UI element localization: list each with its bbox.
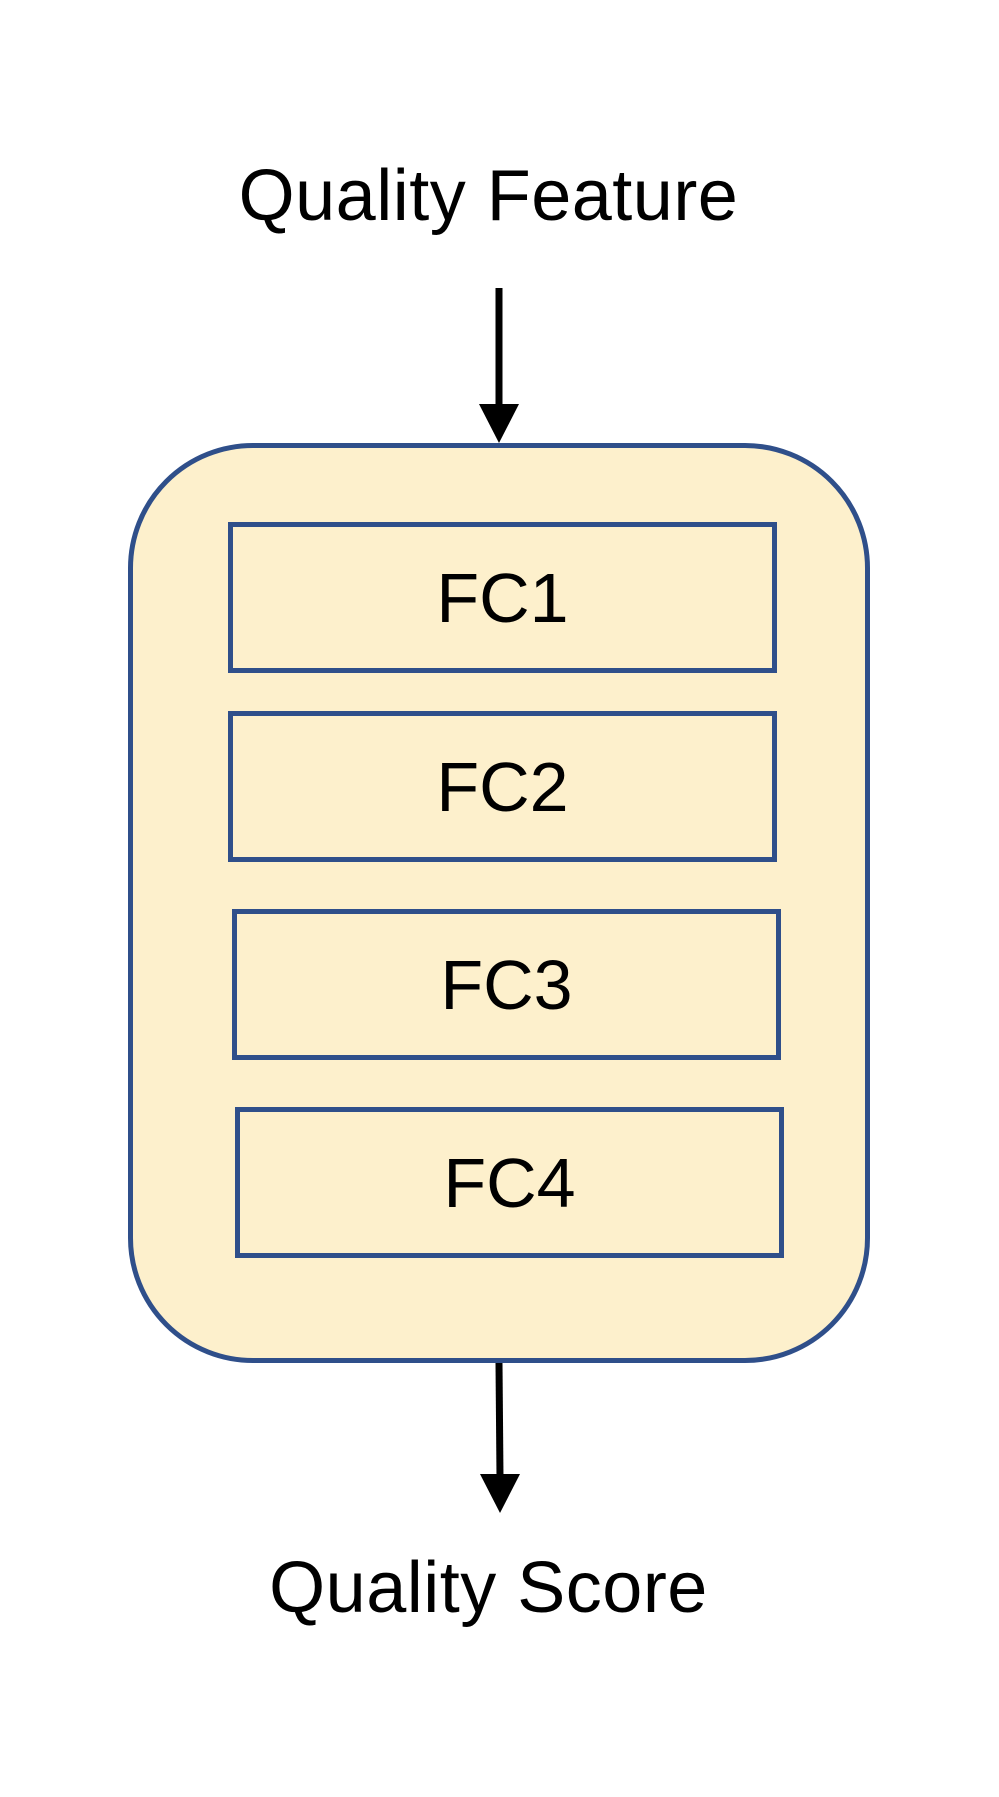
fc2-layer: FC2 [228,711,777,862]
fc4-layer: FC4 [235,1107,784,1258]
fc3-layer: FC3 [232,909,781,1060]
fc4-label: FC4 [443,1143,576,1222]
input-label: Quality Feature [238,156,739,236]
fc3-label: FC3 [440,945,573,1024]
fc1-label: FC1 [436,558,569,637]
fc1-layer: FC1 [228,522,777,673]
output-arrow [480,1362,520,1513]
output-label: Quality Score [269,1548,708,1628]
input-arrow [479,288,519,443]
fc2-label: FC2 [436,747,569,826]
